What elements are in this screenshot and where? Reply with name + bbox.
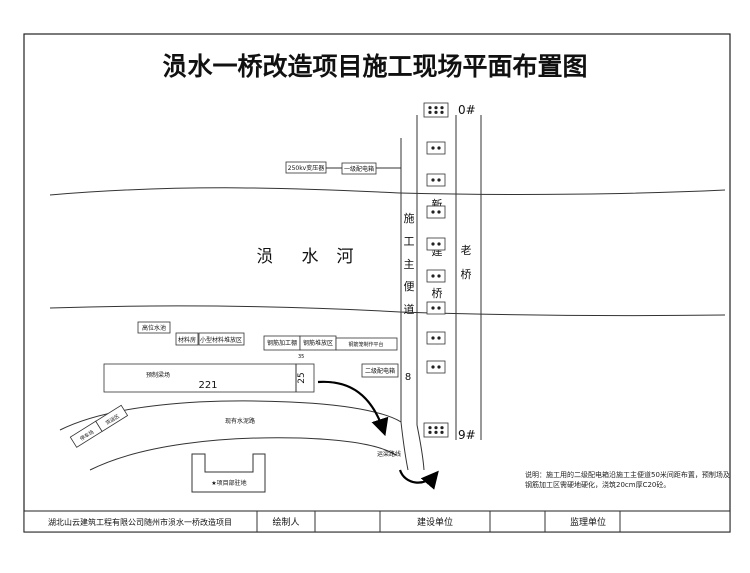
pier-box (426, 360, 446, 374)
pier-box (426, 301, 446, 315)
small-material-area-box (198, 332, 245, 346)
road-width-8-label: 8 (405, 372, 411, 383)
access-road-exit-edge (416, 424, 425, 471)
access-road-label-5: 道 (404, 302, 415, 316)
access-road-label-1: 施 (404, 212, 415, 225)
rebar-shed-label: 钢筋加工棚 (267, 339, 297, 347)
pier-box (423, 422, 449, 438)
pier-pile-dot (440, 426, 444, 430)
pier-pile-dot (428, 106, 432, 110)
parking-group: 停车场 货运区 (69, 404, 129, 448)
primary-panel-label: 一级配电箱 (344, 165, 374, 173)
pier-box (426, 237, 446, 251)
new-bridge-label-1: 新 (432, 197, 443, 211)
small-dimension-label: 35 (298, 354, 304, 360)
river-name-char-1: 涢 (257, 247, 274, 267)
precast-yard-label: 预制梁场 (146, 371, 170, 379)
pier-box (426, 173, 446, 187)
parking-box-2 (95, 404, 129, 432)
access-road-exit-edge-west (400, 421, 409, 471)
pier-box (426, 269, 446, 283)
note-text: 说明：施工用的二级配电箱沿施工主便道50米间距布置，预制场及钢筋加工区需硬地硬化… (525, 471, 730, 489)
precast-yard-width: 25 (297, 372, 307, 383)
note-container: 说明：施工用的二级配电箱沿施工主便道50米间距布置，预制场及钢筋加工区需硬地硬化… (525, 471, 730, 489)
project-dept-label: ★项目部驻地 (211, 479, 246, 487)
access-road-label-2: 工 (404, 235, 415, 248)
pier-box (426, 331, 446, 345)
pier-bottom-label: 9# (458, 428, 476, 442)
pier-pile-dot (437, 336, 441, 340)
new-bridge-label-2: 建 (432, 244, 443, 258)
pier-pile-dot (428, 426, 432, 430)
pier-pile-dot (440, 106, 444, 110)
beam-route-arrow-1 (317, 380, 389, 437)
river-bank-south (49, 305, 726, 317)
pier-pile-dot (428, 110, 432, 114)
pier-pile-dot (431, 336, 435, 340)
pier-pile-dot (431, 210, 435, 214)
pier-pile-dot (437, 306, 441, 310)
access-road-label-3: 主 (404, 258, 415, 271)
pier-box (426, 205, 446, 219)
project-dept-outline (191, 453, 266, 493)
pier-pile-dot (437, 146, 441, 150)
pier-pile-dot (434, 430, 438, 434)
pier-pile-dot (434, 426, 438, 430)
footer-construction-unit: 建设单位 (417, 516, 453, 528)
pier-pile-dot (431, 365, 435, 369)
footer-company: 湖北山云建筑工程有限公司随州市涢水一桥改造项目 (48, 517, 232, 527)
water-tower-label: 高位水池 (142, 324, 166, 332)
water-tower-box (137, 321, 171, 334)
footer-block (23, 510, 731, 533)
footer-drawn-by: 绘制人 (272, 516, 299, 528)
substation-label: 250kv变压器 (288, 164, 324, 172)
drawing-title: 涢水一桥改造项目施工现场平面布置图 (162, 52, 587, 81)
access-road-label-4: 便 (404, 280, 415, 293)
pier-pile-dot (437, 178, 441, 182)
beam-route-arrow-2 (398, 469, 439, 490)
beam-route-label: 运梁路线 (377, 450, 401, 458)
pier-pile-dot (428, 430, 432, 434)
pier-pile-dot (440, 110, 444, 114)
small-material-area-label: 小型材料堆放区 (200, 336, 242, 344)
footer-supervision-unit: 监理单位 (570, 516, 606, 528)
pier-pile-dot (431, 178, 435, 182)
material-shed-label: 材料房 (178, 336, 196, 344)
pier-pile-dot (440, 430, 444, 434)
pier-pile-dot (437, 365, 441, 369)
pier-pile-dot (434, 106, 438, 110)
old-bridge-label-1: 老 (461, 244, 472, 257)
pier-box (423, 102, 449, 118)
pier-pile-dot (434, 110, 438, 114)
new-bridge-label-3: 桥 (432, 287, 443, 300)
river-bank-north (49, 187, 726, 196)
river-name-char-2: 水 (302, 247, 319, 267)
pier-pile-dot (431, 146, 435, 150)
pier-pile-dot (437, 274, 441, 278)
rebar-platform-label: 钢筋笼制作平台 (348, 341, 383, 348)
pier-top-label: 0# (458, 103, 476, 117)
pier-box (426, 141, 446, 155)
precast-yard-box (103, 363, 315, 393)
pier-markers (423, 102, 449, 438)
pier-pile-dot (431, 274, 435, 278)
pier-pile-dot (437, 242, 441, 246)
secondary-panel-box (361, 363, 399, 378)
pier-pile-dot (431, 242, 435, 246)
existing-road-south-edge (89, 437, 397, 471)
material-shed-box (175, 332, 199, 346)
secondary-panel-label: 二级配电箱 (365, 367, 395, 375)
old-bridge-label-2: 桥 (461, 268, 472, 281)
precast-yard-length: 221 (198, 380, 217, 391)
rebar-platform-box (335, 337, 398, 351)
river-name-char-3: 河 (337, 247, 354, 267)
rebar-stack-label: 钢筋堆放区 (303, 339, 333, 347)
pier-pile-dot (431, 306, 435, 310)
existing-road-label: 现有水泥路 (225, 417, 255, 425)
pier-pile-dot (437, 210, 441, 214)
